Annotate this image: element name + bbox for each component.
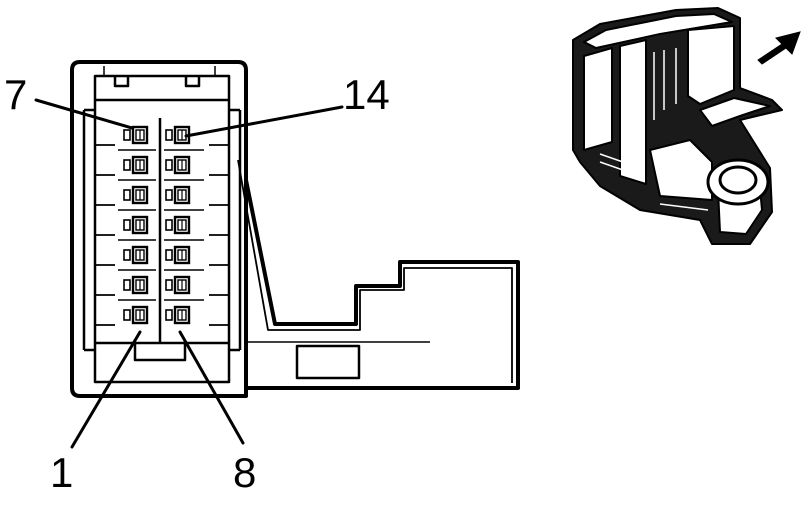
- leader-pin-7: [34, 98, 134, 130]
- pin-cavity: [165, 215, 191, 235]
- pin-latch: [165, 249, 173, 261]
- pin-terminal: [131, 185, 149, 205]
- pin-cavity: [165, 275, 191, 295]
- pin-terminal: [173, 275, 191, 295]
- pin-terminal: [131, 275, 149, 295]
- connector-pigtail: [237, 159, 520, 390]
- pin-latch: [165, 219, 173, 231]
- pin-terminal: [173, 215, 191, 235]
- pin-terminal: [131, 245, 149, 265]
- connector-outer-shell: [70, 60, 248, 398]
- callout-label-1: 1: [50, 449, 73, 496]
- pin-cavity: [165, 305, 191, 325]
- connector-face-view: [70, 60, 248, 398]
- pin-cavity: [123, 245, 149, 265]
- pin-latch: [123, 189, 131, 201]
- arrow-icon-shape: [757, 31, 801, 65]
- iso-front-left-face: [583, 47, 613, 151]
- connector-side-ribs: [95, 144, 229, 326]
- pigtail-thick-outline: [244, 179, 520, 390]
- pin-cavity: [165, 245, 191, 265]
- pin-cavity: [165, 155, 191, 175]
- pin-latch: [165, 159, 173, 171]
- leader-pin-1: [70, 330, 142, 449]
- leader-pin-8: [178, 330, 245, 445]
- pin-terminal: [173, 155, 191, 175]
- pin-latch: [123, 219, 131, 231]
- callout-leaders: [34, 98, 344, 449]
- callout-label-7: 7: [4, 71, 27, 118]
- pin-latch: [123, 279, 131, 291]
- pin-terminal: [173, 245, 191, 265]
- callout-label-14: 14: [343, 71, 390, 118]
- connector-latch-left: [113, 76, 130, 88]
- pin-cavity: [123, 185, 149, 205]
- connector-left-rail: [82, 108, 95, 352]
- pin-terminal: [173, 305, 191, 325]
- iso-edge-details: [599, 48, 709, 211]
- connector-isometric-view: [572, 7, 783, 245]
- pin-latch: [165, 279, 173, 291]
- pin-latch: [165, 189, 173, 201]
- arrow-icon: [757, 31, 801, 65]
- connector-latch-right: [184, 76, 201, 88]
- pin-terminal: [131, 305, 149, 325]
- pin-latch: [123, 129, 131, 141]
- callout-labels: 7 14 1 8: [4, 71, 390, 496]
- pin-latch: [123, 249, 131, 261]
- pin-cavities: [118, 125, 204, 325]
- pin-cavity: [165, 185, 191, 205]
- pin-cavity: [123, 215, 149, 235]
- connector-inner-wall: [93, 74, 231, 384]
- iso-ledge-face: [699, 97, 771, 127]
- iso-right-face: [687, 25, 735, 105]
- pin-terminal: [173, 185, 191, 205]
- pin-cavity: [123, 155, 149, 175]
- pin-terminal: [131, 215, 149, 235]
- connector-latch-left-detail: [103, 66, 216, 76]
- pin-latch: [123, 159, 131, 171]
- pin-cavity: [123, 275, 149, 295]
- pin-terminal: [131, 155, 149, 175]
- connector-right-rail: [229, 108, 242, 352]
- iso-front-slot-face: [619, 39, 647, 185]
- iso-mount-boss-inner: [718, 165, 758, 195]
- pin-cavity: [123, 305, 149, 325]
- pin-latch: [165, 129, 173, 141]
- leader-pin-14: [184, 105, 344, 138]
- pin-latch: [165, 309, 173, 321]
- callout-label-8: 8: [233, 449, 256, 496]
- pin-cavity: [123, 125, 149, 145]
- pin-terminal: [131, 125, 149, 145]
- iso-top-face: [583, 13, 733, 49]
- pigtail-label-window: [295, 344, 361, 380]
- pigtail-inner-outline: [237, 159, 513, 383]
- connector-bottom-key: [133, 343, 187, 362]
- pin-latch: [123, 309, 131, 321]
